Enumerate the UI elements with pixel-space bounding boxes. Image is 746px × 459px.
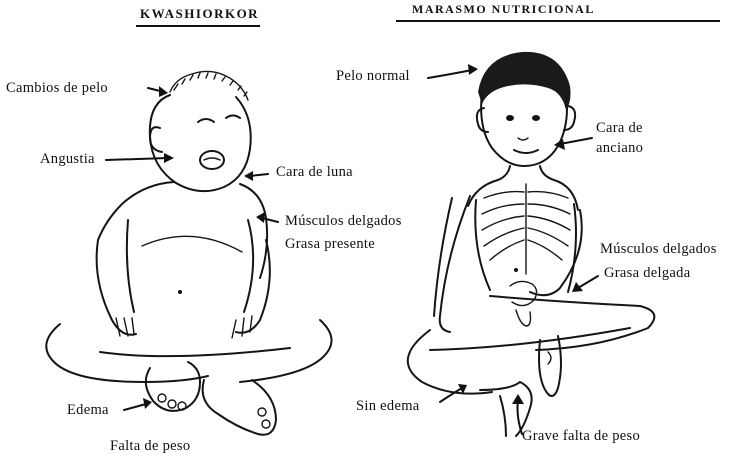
label-hair-change: Cambios de pelo	[6, 80, 108, 97]
label-thin-muscles-right: Músculos delgados	[600, 241, 717, 258]
arrow-edema	[124, 404, 146, 410]
arrow-no-edema	[440, 388, 462, 402]
label-thin-fat: Grasa delgada	[604, 265, 690, 282]
label-distress: Angustia	[40, 151, 95, 168]
label-edema: Edema	[67, 402, 109, 419]
label-old-face-line2: anciano	[596, 140, 643, 157]
label-moon-face: Cara de luna	[276, 164, 353, 181]
label-no-edema: Sin edema	[356, 398, 420, 415]
label-underweight: Falta de peso	[110, 438, 190, 455]
arrow-distress	[106, 158, 168, 160]
label-normal-hair: Pelo normal	[336, 68, 410, 85]
label-old-face-line1: Cara de	[596, 120, 643, 137]
label-thin-muscles-left: Músculos delgados	[285, 213, 402, 230]
arrow-oldface	[560, 138, 592, 144]
label-severe-underweight: Grave falta de peso	[522, 428, 640, 445]
label-fat-present: Grasa presente	[285, 236, 375, 253]
arrow-fat-right	[578, 276, 598, 288]
arrow-hair-right	[428, 70, 472, 78]
